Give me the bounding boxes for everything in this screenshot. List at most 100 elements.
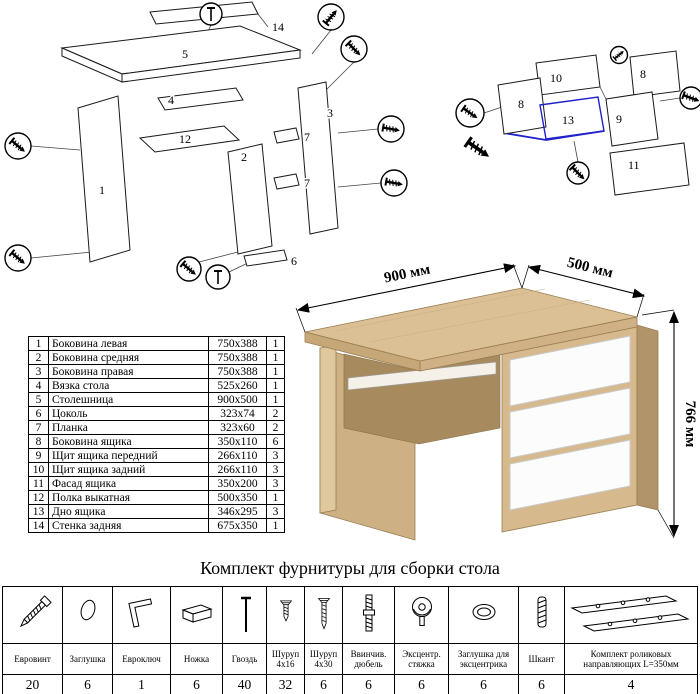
part-size: 525x260 — [208, 378, 267, 393]
hw-item-qty: 6 — [62, 674, 113, 694]
hw-item-qty: 6 — [448, 674, 519, 694]
part-name: Цоколь — [48, 406, 209, 421]
part-label: 8 — [518, 97, 524, 111]
part-num: 12 — [28, 490, 49, 505]
part-side-middle — [227, 143, 273, 255]
part-qty: 6 — [266, 434, 285, 449]
drawer-slides-icon — [570, 595, 690, 632]
hw-item-name: Ножка — [170, 643, 223, 675]
hw-item-name: Евровинт — [2, 643, 63, 675]
part-size: 350x200 — [208, 476, 267, 491]
leader-lines — [30, 13, 382, 273]
hw-item-name: Гвоздь — [222, 643, 267, 675]
part-num: 11 — [28, 476, 49, 491]
part-name: Боковина левая — [48, 336, 209, 351]
hex-key-icon — [127, 598, 152, 628]
part-qty: 1 — [266, 336, 285, 351]
desk-drawer-1 — [509, 335, 631, 407]
desk-tabletop-edge-front — [419, 316, 638, 372]
desk-drawer-2 — [509, 387, 631, 459]
hw-item-qty: 6 — [342, 674, 395, 694]
part-qty: 3 — [266, 476, 285, 491]
part-label: 3 — [327, 106, 333, 120]
dim-width-label: 900 мм — [383, 262, 432, 287]
cam-cap-icon — [472, 604, 495, 620]
part-num: 3 — [28, 364, 49, 379]
hw-item-qty: 6 — [170, 674, 223, 694]
part-name: Щит ящика передний — [48, 448, 209, 463]
part-size: 750x388 — [208, 336, 267, 351]
hw-item-name: Шуруп 4х16 — [266, 643, 305, 675]
part-num: 14 — [28, 518, 49, 533]
part-pullout-shelf — [138, 125, 241, 153]
part-name: Боковина ящика — [48, 434, 209, 449]
part-num: 4 — [28, 378, 49, 393]
part-size: 266x110 — [208, 462, 267, 477]
hardware-qty-row: 20 6 1 6 40 32 6 6 6 6 6 4 — [2, 674, 698, 694]
part-plank-2 — [273, 173, 300, 190]
part-drawer-bottom — [539, 96, 605, 140]
part-side-right — [297, 81, 339, 235]
desk-left-panel-edge — [319, 344, 337, 514]
part-name: Дно ящика — [48, 504, 209, 519]
part-size: 900x500 — [208, 392, 267, 407]
cam-lock-icon — [411, 597, 432, 626]
part-num: 10 — [28, 462, 49, 477]
hw-item-name: Шкант — [518, 643, 565, 675]
part-name: Полка выкатная — [48, 490, 209, 505]
part-drawer-front — [609, 142, 690, 196]
part-label: 12 — [179, 132, 191, 146]
hw-item-qty: 20 — [2, 674, 63, 694]
desk-drawer-3 — [509, 439, 631, 511]
dim-line-width — [296, 263, 517, 313]
part-drawer-side-left — [497, 77, 547, 135]
nail-icon — [241, 596, 251, 632]
hw-item-qty: 1 — [112, 674, 171, 694]
screw-4x16-icon — [279, 600, 292, 622]
part-label: 9 — [616, 112, 622, 126]
part-stretcher — [157, 87, 244, 111]
part-label: 14 — [272, 20, 284, 34]
part-label: 7 — [304, 176, 310, 190]
dim-height-label: 766 мм — [682, 401, 698, 448]
part-size: 350x110 — [208, 434, 267, 449]
hw-item-name: Ввинчив. дюбель — [342, 643, 395, 675]
dowel-screw-icon — [362, 594, 375, 632]
part-num: 13 — [28, 504, 49, 519]
part-name: Столешница — [48, 392, 209, 407]
hw-item-name: Заглушка — [62, 643, 113, 675]
part-qty: 1 — [266, 350, 285, 365]
part-drawer-side-top — [629, 50, 681, 98]
part-num: 9 — [28, 448, 49, 463]
hw-item-qty: 6 — [304, 674, 343, 694]
part-size: 323x60 — [208, 420, 267, 435]
part-label: 5 — [182, 47, 188, 61]
part-qty: 1 — [266, 378, 285, 393]
part-qty: 1 — [266, 490, 285, 505]
hw-item-name: Заглушка для эксцентрика — [448, 643, 519, 675]
part-name: Планка — [48, 420, 209, 435]
dim-line-depth — [527, 264, 646, 299]
hw-item-qty: 6 — [518, 674, 565, 694]
screw-drawing — [462, 135, 495, 164]
part-plinth — [243, 249, 288, 267]
part-name: Боковина средняя — [48, 350, 209, 365]
part-size: 675x350 — [208, 518, 267, 533]
part-plank-1 — [273, 127, 300, 144]
part-label: 13 — [562, 113, 574, 127]
hw-item-qty: 40 — [222, 674, 267, 694]
hardware-names-row: Евровинт Заглушка Евроключ Ножка Гвоздь … — [2, 643, 698, 675]
part-name: Фасад ящика — [48, 476, 209, 491]
part-drawer-side-right — [605, 91, 659, 147]
hardware-kit-title: Комплект фурнитуры для сборки стола — [200, 558, 500, 578]
part-label: 10 — [550, 71, 562, 85]
